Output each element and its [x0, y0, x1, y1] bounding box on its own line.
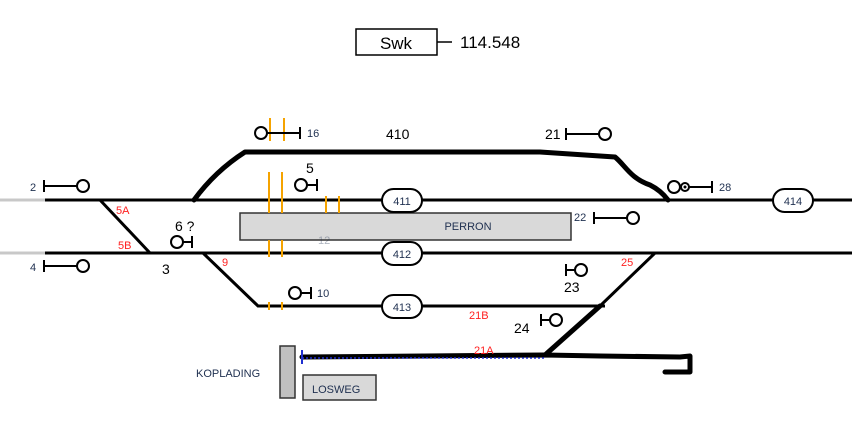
switch-25-diagonal[interactable] [598, 251, 657, 308]
switch-label-5a: 5A [116, 205, 130, 217]
signal-24[interactable] [540, 313, 563, 327]
signal-lamp-icon [254, 126, 268, 140]
signal-label-12: 12 [318, 235, 330, 247]
kilometer-value: 114.548 [460, 33, 520, 52]
platform-losweg [302, 374, 377, 401]
signal-label-16: 16 [307, 128, 319, 140]
platform-perron-label: PERRON [444, 221, 491, 233]
isolation-joints [268, 118, 340, 310]
signal-lamp-icon [574, 263, 588, 277]
switch-label-9: 9 [222, 257, 228, 269]
switch-21-diagonal[interactable] [542, 303, 603, 358]
signal-23[interactable] [565, 263, 588, 277]
switch-label-21b: 21B [469, 310, 489, 322]
platform-kopplading [279, 345, 296, 399]
svg-text:413: 413 [393, 302, 411, 314]
signal-label-6: 6 ? [175, 218, 195, 234]
platform-perron [239, 212, 572, 241]
switch-label-5b: 5B [118, 240, 131, 252]
signal-lamp-icon [294, 178, 308, 192]
track-413[interactable] [201, 251, 605, 308]
switch-label-21a: 21A [474, 345, 494, 357]
signal-5[interactable] [294, 178, 318, 192]
signal-16[interactable] [254, 126, 301, 140]
station-code-box [355, 28, 438, 56]
signal-label-10: 10 [317, 288, 329, 300]
switch-5-crossover[interactable] [98, 198, 152, 255]
signal-lamp-icon [76, 259, 90, 273]
kopplading-label: KOPLADING [196, 368, 260, 380]
signal-4[interactable] [43, 259, 90, 273]
signal-lamp-icon [667, 180, 681, 194]
signal-28[interactable] [667, 180, 713, 194]
signal-label-2: 2 [30, 182, 36, 194]
signal-lamp-icon [549, 313, 563, 327]
signal-label-23: 23 [564, 279, 580, 295]
signal-lamp-icon [170, 235, 184, 249]
switch-label-25: 25 [621, 257, 633, 269]
station-code: Swk [380, 34, 413, 53]
signal-lamp-icon [626, 211, 640, 225]
signal-label-5: 5 [306, 160, 314, 176]
signal-2[interactable] [43, 179, 90, 193]
signal-label-28: 28 [719, 182, 731, 194]
track-410[interactable] [191, 149, 671, 203]
signal-lamp-icon [76, 179, 90, 193]
track-label-412[interactable]: 412 [381, 241, 423, 266]
signal-label-4: 4 [30, 262, 36, 274]
signal-22[interactable] [593, 211, 640, 225]
signal-6[interactable] [170, 235, 193, 249]
signal-21[interactable] [565, 127, 612, 141]
track-label-411[interactable]: 411 [381, 188, 423, 213]
signal-label-3: 3 [162, 261, 170, 277]
signal-lamp-icon [598, 127, 612, 141]
svg-text:411: 411 [393, 196, 411, 208]
signal-10[interactable] [288, 286, 312, 300]
svg-text:412: 412 [393, 249, 411, 261]
track-label-414[interactable]: 414 [772, 188, 814, 213]
signal-label-21: 21 [545, 126, 561, 142]
signal-label-22: 22 [574, 212, 586, 224]
signal-label-24: 24 [514, 320, 530, 336]
track-label-410: 410 [386, 126, 410, 142]
signal-lamp-icon [288, 286, 302, 300]
station-header: Swk 114.548 [355, 28, 520, 56]
losweg-label: LOSWEG [312, 384, 360, 396]
svg-text:414: 414 [784, 196, 802, 208]
track-label-413[interactable]: 413 [381, 294, 423, 319]
